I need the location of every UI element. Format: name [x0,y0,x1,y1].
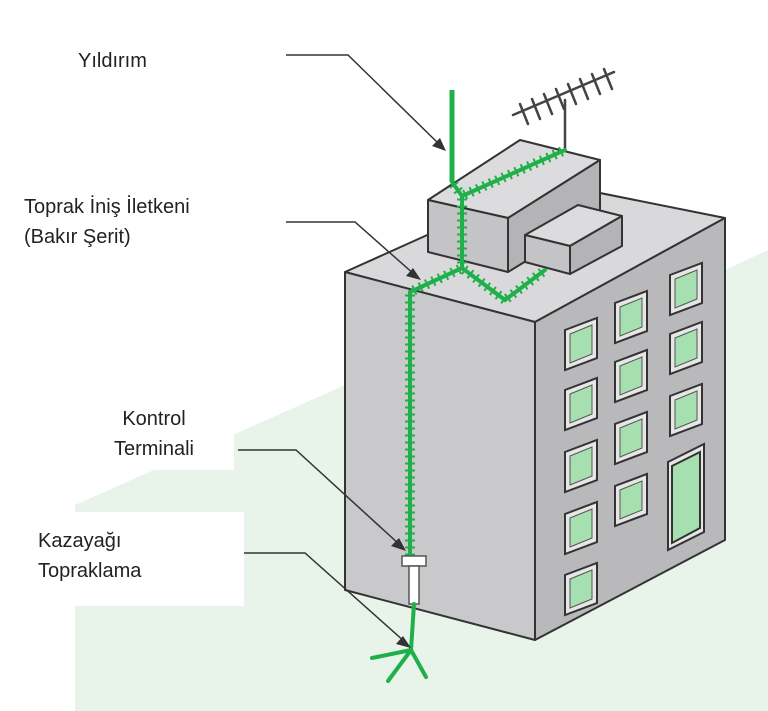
label-grounding: Kazayağı Topraklama [30,512,244,606]
leader-grounding [243,552,406,643]
label-grounding-line1: Kazayağı [38,530,122,552]
label-down-conductor-line1: Toprak İniş İletkeni [24,196,190,218]
conductor-tick [503,293,512,303]
conductor-tick [461,265,469,275]
window-glass-9 [674,390,698,430]
conductor-ticks [405,146,565,556]
building-left-wall [344,271,536,641]
conductor-tick [472,273,480,284]
window-glass-6 [674,328,698,368]
conductor-tick [526,161,533,172]
conductor-tick [466,269,475,279]
conductor-tick [411,285,418,295]
tv-antenna-icon [511,67,616,152]
crow-foot-grounding [370,602,428,683]
conductor-tick [545,152,552,163]
conductor-tick [481,181,488,191]
conductor-tick [443,270,450,281]
ground-tint-right [725,250,768,600]
window-grid [564,261,703,617]
conductor-tick [538,155,545,166]
conductor-tick [537,268,546,278]
conductor-tick [520,280,529,290]
conductor-tick [475,183,481,194]
conductor-tick [453,186,463,195]
conductor-tick [468,186,475,197]
door [667,442,705,552]
conductor-tick [477,278,486,288]
conductor-tick [483,282,492,292]
label-down-conductor: Toprak İniş İletkeni (Bakır Şerit) [24,192,190,252]
conductor-tick [526,276,535,286]
conductor-tick [515,284,523,295]
conductor-tick [506,169,513,180]
conductor-tick [430,276,437,287]
conductor-tick [436,273,443,284]
window-glass-11 [619,480,643,520]
conductor-tick [500,172,507,183]
conductor-tick [487,178,494,189]
conductor-tick [494,175,501,186]
conductor-tick [519,163,526,174]
window-glass-8 [619,418,643,458]
label-control-terminal-line1: Kontrol [122,408,186,430]
conductor-tick [417,282,424,293]
conductor-tick [558,146,565,157]
window-glass-10 [569,508,593,548]
window-glass-3 [674,269,698,309]
conductor-tick [449,267,456,278]
label-down-conductor-line2: (Bakır Şerit) [24,226,131,248]
conductor-tick [424,279,431,290]
conductor-tick [449,181,459,189]
window-glass-12 [569,569,593,609]
rooftop-box-small [524,204,623,275]
conductor-tick [494,290,503,300]
conductor-tick [532,158,539,169]
conductor-tick [531,272,540,282]
label-lightning: Yıldırım [78,50,147,72]
arrowheads [391,138,446,648]
conductor-tick [462,189,469,200]
ground-tint [75,385,768,711]
leader-down-conductor [286,221,416,276]
window-glass-4 [569,384,593,424]
conductor-tick [513,166,520,177]
window-glass-2 [619,297,643,337]
conductor-tick [509,289,518,299]
window-glass-7 [569,446,593,486]
label-control-terminal: Kontrol Terminali [74,404,234,470]
conductor-tick [489,286,497,296]
conductor-tick [455,264,462,275]
conductor-tick [551,149,558,160]
leader-lightning [286,54,441,146]
window-glass-1 [569,324,593,364]
leader-control-terminal [238,449,401,546]
label-grounding-line2: Topraklama [38,560,142,582]
control-terminal [401,555,427,605]
label-control-terminal-line2: Terminali [113,438,195,460]
window-glass-5 [619,356,643,396]
leader-lines [238,54,441,643]
